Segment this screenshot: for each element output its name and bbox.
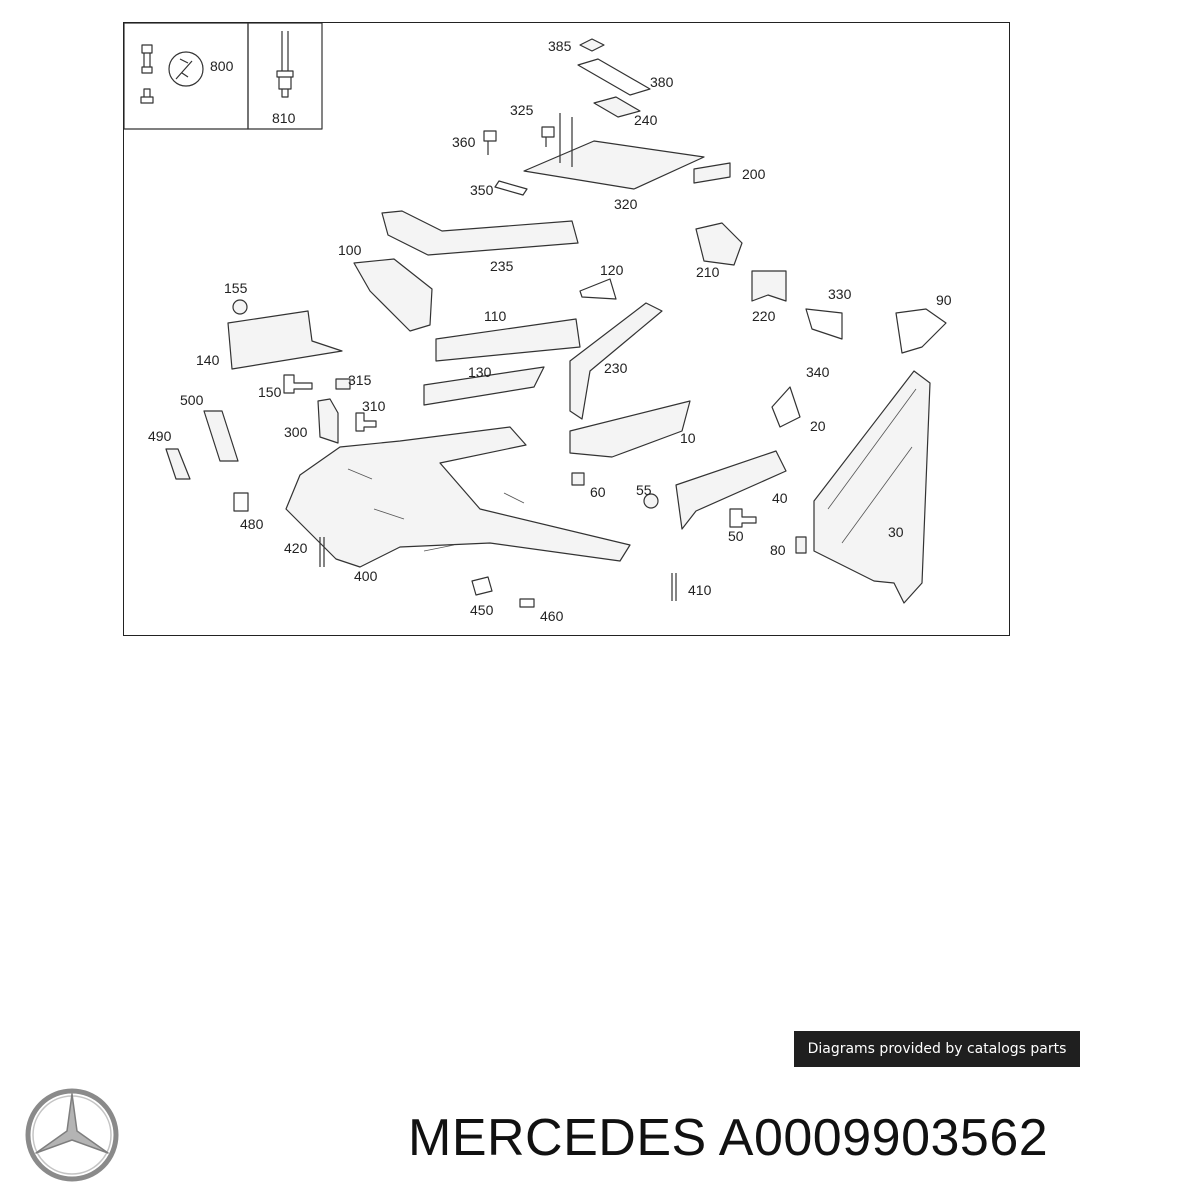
parts-diagram-drawing: 800 810 385 380 325 240 360 200 350 320 … — [124, 23, 952, 624]
callout-315: 315 — [348, 372, 372, 388]
callout-120: 120 — [600, 262, 624, 278]
callout-140: 140 — [196, 352, 220, 368]
credit-text: Diagrams provided by catalogs parts — [807, 1041, 1067, 1057]
part-490-insert — [165, 448, 191, 480]
callout-200: 200 — [742, 166, 766, 182]
part-110-rail — [435, 318, 581, 362]
part-315-plug — [335, 378, 351, 390]
part-30-pillar — [813, 370, 931, 604]
part-120-bracket — [579, 278, 617, 300]
part-380-gasket — [577, 58, 651, 96]
callout-800: 800 — [210, 58, 234, 74]
part-155-plug — [232, 299, 248, 315]
callout-235: 235 — [490, 258, 514, 274]
part-100-panel — [353, 258, 433, 332]
part-50-bolt — [729, 508, 757, 528]
callout-385: 385 — [548, 38, 572, 54]
callout-500: 500 — [180, 392, 204, 408]
part-130-rail — [423, 366, 545, 406]
callout-80: 80 — [770, 542, 786, 558]
callout-230: 230 — [604, 360, 628, 376]
callout-50: 50 — [728, 528, 744, 544]
part-400-subframe — [285, 426, 631, 568]
callout-400: 400 — [354, 568, 378, 584]
diagram-credit-banner: Diagrams provided by catalogs parts — [794, 1031, 1080, 1067]
callout-380: 380 — [650, 74, 674, 90]
callout-350: 350 — [470, 182, 494, 198]
callout-130: 130 — [468, 364, 492, 380]
part-80-sleeve — [795, 536, 807, 554]
callout-60: 60 — [590, 484, 606, 500]
part-350-strap — [494, 180, 528, 196]
callout-300: 300 — [284, 424, 308, 440]
part-20-bracket — [771, 386, 801, 428]
battery-tray-group — [483, 38, 731, 196]
part-200-bracket — [693, 162, 731, 184]
callout-450: 450 — [470, 602, 494, 618]
part-240-pad — [593, 96, 641, 118]
callout-40: 40 — [772, 490, 788, 506]
bolt-icon — [140, 44, 154, 104]
callout-320: 320 — [614, 196, 638, 212]
callout-480: 480 — [240, 516, 264, 532]
callout-490: 490 — [148, 428, 172, 444]
callout-30: 30 — [888, 524, 904, 540]
part-90-bracket — [895, 308, 947, 354]
part-150-bolt — [283, 374, 313, 394]
callout-10: 10 — [680, 430, 696, 446]
part-360-bolt — [483, 130, 497, 155]
part-number-title: MERCEDES A0009903562 — [408, 1109, 1049, 1167]
callout-20: 20 — [810, 418, 826, 434]
callout-410: 410 — [688, 582, 712, 598]
part-410-bolt — [671, 573, 677, 601]
callout-210: 210 — [696, 264, 720, 280]
part-450-bracket — [471, 576, 493, 596]
part-55-washer — [643, 493, 659, 509]
part-10-panel — [569, 400, 691, 458]
legend-inset — [124, 23, 323, 130]
callout-90: 90 — [936, 292, 952, 308]
part-460-bolt — [519, 598, 535, 608]
callout-155: 155 — [224, 280, 248, 296]
part-230-strut — [569, 302, 663, 420]
part-60-nut — [571, 472, 585, 486]
part-210-bracket — [695, 222, 743, 266]
part-320-tray — [523, 140, 705, 190]
part-420-bolt — [319, 537, 325, 567]
part-235-rail — [381, 210, 579, 256]
rivet-icon — [276, 31, 294, 98]
part-310-bolt — [355, 412, 377, 432]
callout-420: 420 — [284, 540, 308, 556]
callout-110: 110 — [484, 308, 507, 324]
callout-810: 810 — [272, 110, 296, 126]
callout-325: 325 — [510, 102, 534, 118]
part-300-mount — [317, 398, 339, 444]
callout-labels: 800 810 385 380 325 240 360 200 350 320 … — [148, 38, 952, 624]
callout-340: 340 — [806, 364, 830, 380]
callout-310: 310 — [362, 398, 386, 414]
callout-240: 240 — [634, 112, 658, 128]
part-480-bracket — [233, 492, 249, 512]
part-385-nut — [579, 38, 605, 52]
mercedes-star-icon — [25, 1088, 119, 1182]
wrench-icon — [168, 51, 204, 87]
callout-460: 460 — [540, 608, 564, 624]
callout-220: 220 — [752, 308, 776, 324]
parts-diagram: 800 810 385 380 325 240 360 200 350 320 … — [123, 22, 1010, 636]
part-330-bracket — [805, 308, 843, 340]
part-140-rail — [227, 310, 343, 370]
callout-100: 100 — [338, 242, 362, 258]
callout-330: 330 — [828, 286, 852, 302]
callout-55: 55 — [636, 482, 652, 498]
legend-box-810 — [247, 23, 323, 130]
part-40-rail — [675, 450, 787, 530]
part-325-bolt — [541, 126, 555, 147]
part-500-insert — [203, 410, 239, 462]
part-220-bracket — [751, 270, 787, 302]
callout-150: 150 — [258, 384, 282, 400]
callout-360: 360 — [452, 134, 476, 150]
